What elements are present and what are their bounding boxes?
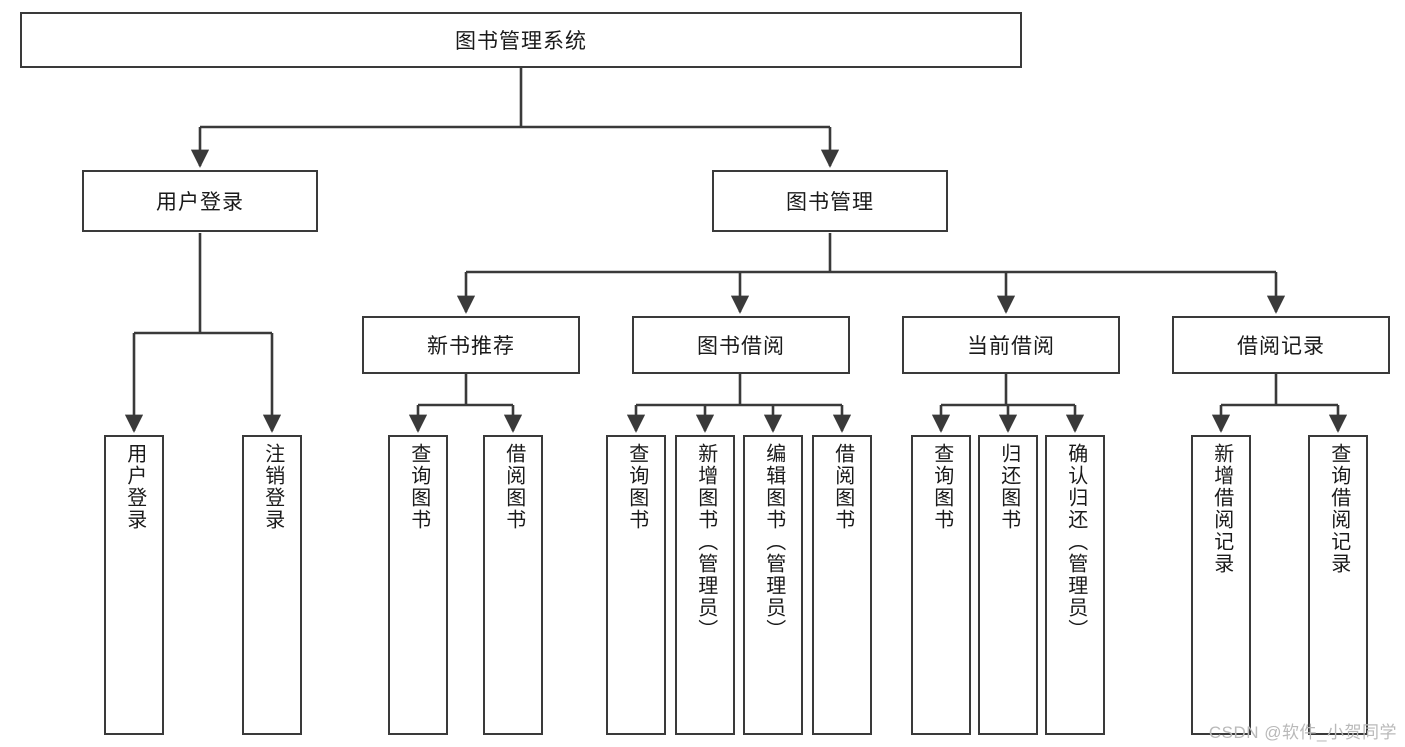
leaf-logout[interactable]: 注销登录: [242, 435, 302, 735]
node-root-system-label: 图书管理系统: [455, 30, 587, 53]
leaf-borrow-borrow-book-label: 借阅图书: [831, 443, 854, 531]
node-book-management[interactable]: 图书管理: [712, 170, 948, 232]
leaf-borrow-query-book-label: 查询图书: [625, 443, 648, 531]
leaf-newbook-borrow-book[interactable]: 借阅图书: [483, 435, 543, 735]
leaf-current-query-book[interactable]: 查询图书: [911, 435, 971, 735]
leaf-newbook-query-book-label: 查询图书: [407, 443, 430, 531]
leaf-current-return-book[interactable]: 归还图书: [978, 435, 1038, 735]
leaf-newbook-borrow-book-label: 借阅图书: [502, 443, 525, 531]
node-borrow-record-label: 借阅记录: [1237, 335, 1325, 358]
node-borrow-record[interactable]: 借阅记录: [1172, 316, 1390, 374]
leaf-borrow-add-book-label: 新增图书（管理员）: [694, 443, 717, 641]
leaf-user-login[interactable]: 用户登录: [104, 435, 164, 735]
leaf-current-confirm-return[interactable]: 确认归还（管理员）: [1045, 435, 1105, 735]
node-current-borrow-label: 当前借阅: [967, 335, 1055, 358]
leaf-borrow-add-book[interactable]: 新增图书（管理员）: [675, 435, 735, 735]
node-book-borrow[interactable]: 图书借阅: [632, 316, 850, 374]
node-current-borrow[interactable]: 当前借阅: [902, 316, 1120, 374]
node-user-login-label: 用户登录: [156, 191, 244, 214]
leaf-borrow-edit-book-label: 编辑图书（管理员）: [762, 443, 785, 641]
node-book-management-label: 图书管理: [786, 191, 874, 214]
leaf-borrow-borrow-book[interactable]: 借阅图书: [812, 435, 872, 735]
leaf-current-return-book-label: 归还图书: [997, 443, 1020, 531]
leaf-record-query[interactable]: 查询借阅记录: [1308, 435, 1368, 735]
leaf-borrow-edit-book[interactable]: 编辑图书（管理员）: [743, 435, 803, 735]
node-new-book-recommend[interactable]: 新书推荐: [362, 316, 580, 374]
leaf-newbook-query-book[interactable]: 查询图书: [388, 435, 448, 735]
node-root-system[interactable]: 图书管理系统: [20, 12, 1022, 68]
leaf-current-query-book-label: 查询图书: [930, 443, 953, 531]
node-new-book-recommend-label: 新书推荐: [427, 335, 515, 358]
node-book-borrow-label: 图书借阅: [697, 335, 785, 358]
leaf-record-add-label: 新增借阅记录: [1210, 443, 1233, 575]
node-user-login[interactable]: 用户登录: [82, 170, 318, 232]
leaf-current-confirm-return-label: 确认归还（管理员）: [1064, 443, 1087, 641]
leaf-logout-label: 注销登录: [261, 443, 284, 531]
leaf-borrow-query-book[interactable]: 查询图书: [606, 435, 666, 735]
leaf-user-login-label: 用户登录: [123, 443, 146, 531]
leaf-record-query-label: 查询借阅记录: [1327, 443, 1350, 575]
leaf-record-add[interactable]: 新增借阅记录: [1191, 435, 1251, 735]
